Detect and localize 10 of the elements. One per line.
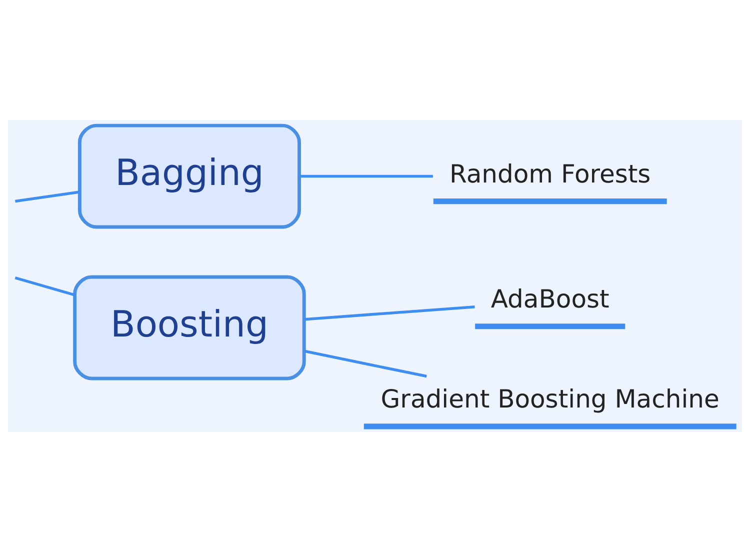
connector bbox=[14, 190, 80, 202]
node-text: Gradient Boosting Machine bbox=[380, 384, 720, 414]
connector bbox=[300, 174, 433, 178]
connector bbox=[304, 349, 427, 378]
node-box: Bagging bbox=[78, 123, 301, 228]
node-text: Random Forests bbox=[450, 158, 651, 188]
node-text: AdaBoost bbox=[490, 284, 610, 313]
connector bbox=[304, 304, 475, 320]
node-box: Boosting bbox=[73, 274, 306, 380]
connector bbox=[14, 276, 75, 296]
